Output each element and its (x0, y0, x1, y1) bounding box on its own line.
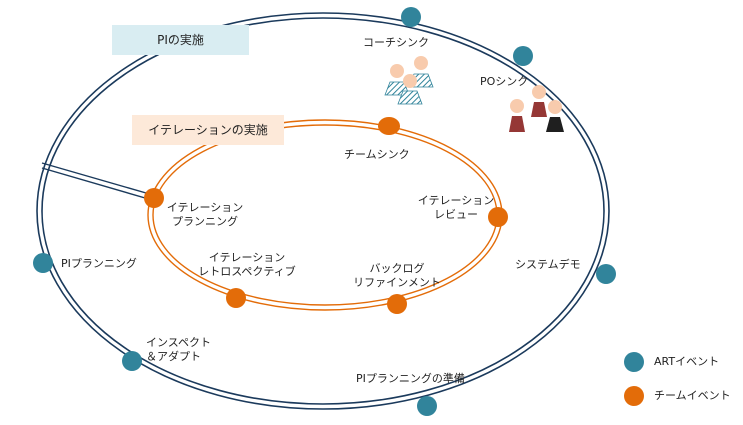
coach-sync-label: コーチシンク (363, 36, 429, 49)
iteration-planning-line2: プランニング (172, 215, 238, 228)
art-event-node (596, 264, 616, 284)
iteration-review-line2: レビュー (434, 208, 478, 221)
team-event-legend-swatch (624, 386, 644, 406)
iteration-retro-label: イテレーション レトロスペクティブ (192, 251, 302, 279)
pi-execution-banner: PIの実施 (112, 25, 249, 55)
iteration-execution-banner: イテレーションの実施 (132, 115, 284, 145)
art-event-node (122, 351, 142, 371)
inspect-adapt-line1: インスペクト (146, 336, 212, 349)
team-event-node (144, 188, 164, 208)
coach-people-icon (384, 56, 434, 105)
iteration-planning-line1: イテレーション (166, 201, 244, 214)
art-event-legend-label: ARTイベント (654, 355, 720, 368)
iteration-retro-line1: イテレーション (208, 251, 286, 264)
inspect-adapt-line2: ＆アダプト (146, 350, 201, 363)
inspect-adapt-label: インスペクト ＆アダプト (146, 336, 211, 364)
backlog-refinement-label: バックログ リファインメント (352, 262, 442, 290)
cycle-connector (41, 167, 153, 201)
team-event-node (488, 207, 508, 227)
iteration-retro-line2: レトロスペクティブ (198, 265, 296, 278)
po-people-icon (509, 85, 564, 132)
system-demo-label: システムデモ (515, 258, 581, 271)
art-event-node (401, 7, 421, 27)
team-event-legend-label: チームイベント (654, 389, 731, 402)
pi-cycle-ring-outer (36, 12, 610, 410)
art-event-node (33, 253, 53, 273)
team-event-node (378, 117, 400, 135)
team-sync-label: チームシンク (344, 148, 410, 161)
iteration-planning-label: イテレーション プランニング (165, 201, 245, 229)
cycle-connector (41, 162, 154, 196)
team-event-node (387, 294, 407, 314)
po-sync-label: POシンク (480, 75, 529, 88)
iteration-review-label: イテレーション レビュー (416, 194, 496, 222)
art-event-node (417, 396, 437, 416)
iteration-review-line1: イテレーション (417, 194, 495, 207)
pi-cycle-ring-inner (41, 17, 605, 405)
art-event-legend-swatch (624, 352, 644, 372)
pi-planning-label: PIプランニング (61, 257, 137, 270)
backlog-refinement-line1: バックログ (369, 262, 425, 275)
team-event-node (226, 288, 246, 308)
backlog-refinement-line2: リファインメント (353, 276, 441, 289)
pi-planning-prep-label: PIプランニングの準備 (356, 372, 465, 385)
art-event-node (513, 46, 533, 66)
